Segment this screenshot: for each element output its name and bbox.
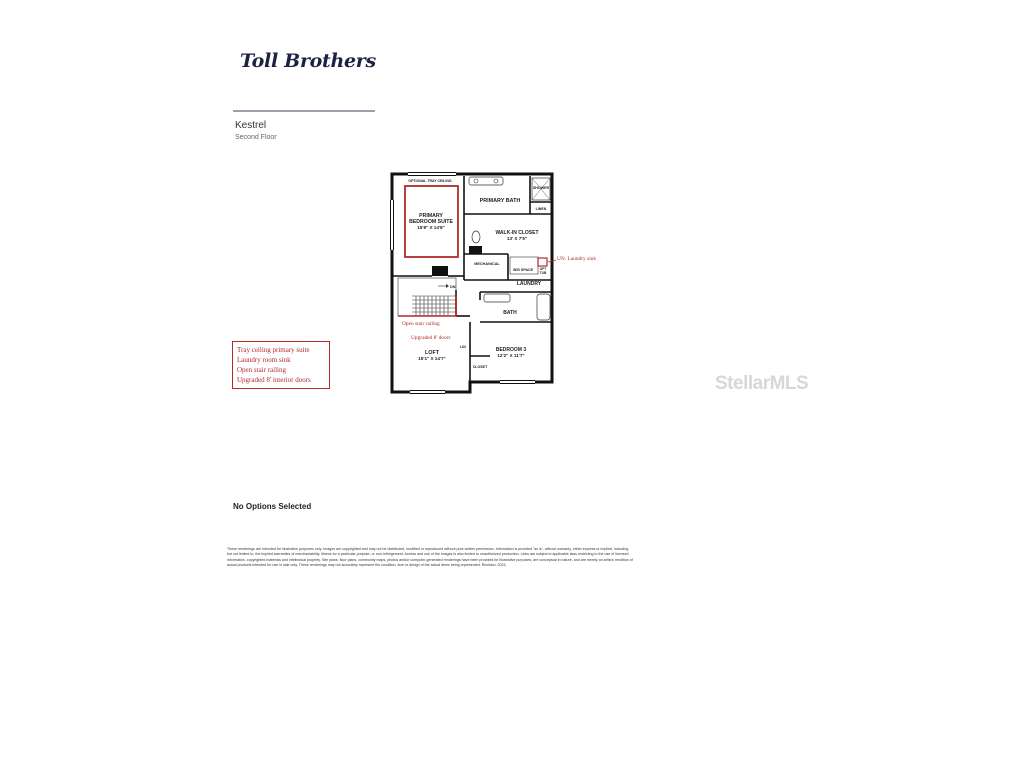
bath-label: BATH (503, 310, 517, 316)
stair-railing-markup (398, 296, 457, 317)
tray-ceiling-label: OPTIONAL TRAY CEILING (408, 179, 452, 183)
legal-disclaimer: These renderings are intended for illust… (227, 547, 633, 568)
stair-down-label: DN (450, 285, 456, 289)
brand-logo: Toll Brothers (240, 50, 376, 72)
windows (390, 172, 535, 394)
bedroom-3-dimensions: 12'2" X 11'7" (497, 353, 524, 358)
stellarmls-watermark: StellarMLS (715, 373, 809, 394)
laundry-sink-note: UN. Laundry sink (557, 256, 596, 262)
loft-label: LOFT (425, 350, 440, 356)
upgrade-item: Open stair railing (237, 366, 286, 374)
wd-space-label: W/D SPACE (513, 268, 534, 272)
fixture-block (469, 246, 482, 254)
loft-dimensions: 15'1" X 14'7" (418, 356, 446, 361)
upgrade-item: Upgraded 8' interior doors (237, 376, 311, 384)
upgraded-doors-note: Upgraded 8' doors (411, 335, 451, 341)
bedroom-3-label: BEDROOM 3 (496, 347, 527, 353)
upgrade-item: Tray ceiling primary suite (237, 346, 310, 354)
tray-ceiling-markup (404, 185, 459, 258)
vanity-icon (468, 176, 504, 186)
shower-icon (531, 177, 551, 201)
options-status: No Options Selected (233, 502, 312, 511)
primary-bath-label: PRIMARY BATH (480, 198, 521, 204)
linen-closet-label: LIN (460, 345, 466, 349)
upgrade-item: Laundry room sink (237, 356, 291, 364)
primary-suite-dimensions: 15'8" X 14'8" (417, 225, 445, 230)
walk-in-closet-label: WALK-IN CLOSET (495, 230, 538, 236)
primary-suite-label: BEDROOM SUITE (409, 219, 453, 225)
shower-label: SHOWER (533, 186, 550, 190)
tub-icon (536, 293, 551, 321)
stair-landing-block (432, 266, 448, 276)
bath-vanity-icon (483, 293, 511, 303)
primary-suite-label: PRIMARY (419, 213, 443, 219)
laundry-sink-markup (537, 257, 548, 267)
mechanical-label: MECHANICAL (474, 262, 500, 266)
toilet-icon (471, 230, 481, 244)
header-divider (233, 110, 375, 112)
interior-walls (392, 176, 552, 382)
open-stair-note: Open stair railing (402, 321, 440, 327)
walk-in-closet-dimensions: 13' X 7'5" (507, 236, 527, 241)
linen-label: LINEN (536, 207, 547, 211)
upgrades-note-box: Tray ceiling primary suite Laundry room … (232, 341, 330, 389)
plan-name: Kestrel (235, 120, 267, 131)
opt-tub-label: TUB (540, 271, 547, 275)
laundry-label: LAUNDRY (517, 281, 542, 287)
closet-label: CLOSET (473, 365, 488, 369)
floor-plan: OPTIONAL TRAY CEILING PRIMARY BEDROOM SU… (390, 172, 596, 394)
stair-icon (397, 277, 457, 317)
opt-tub-label: OPT (540, 267, 547, 271)
floor-name: Second Floor (235, 134, 277, 141)
